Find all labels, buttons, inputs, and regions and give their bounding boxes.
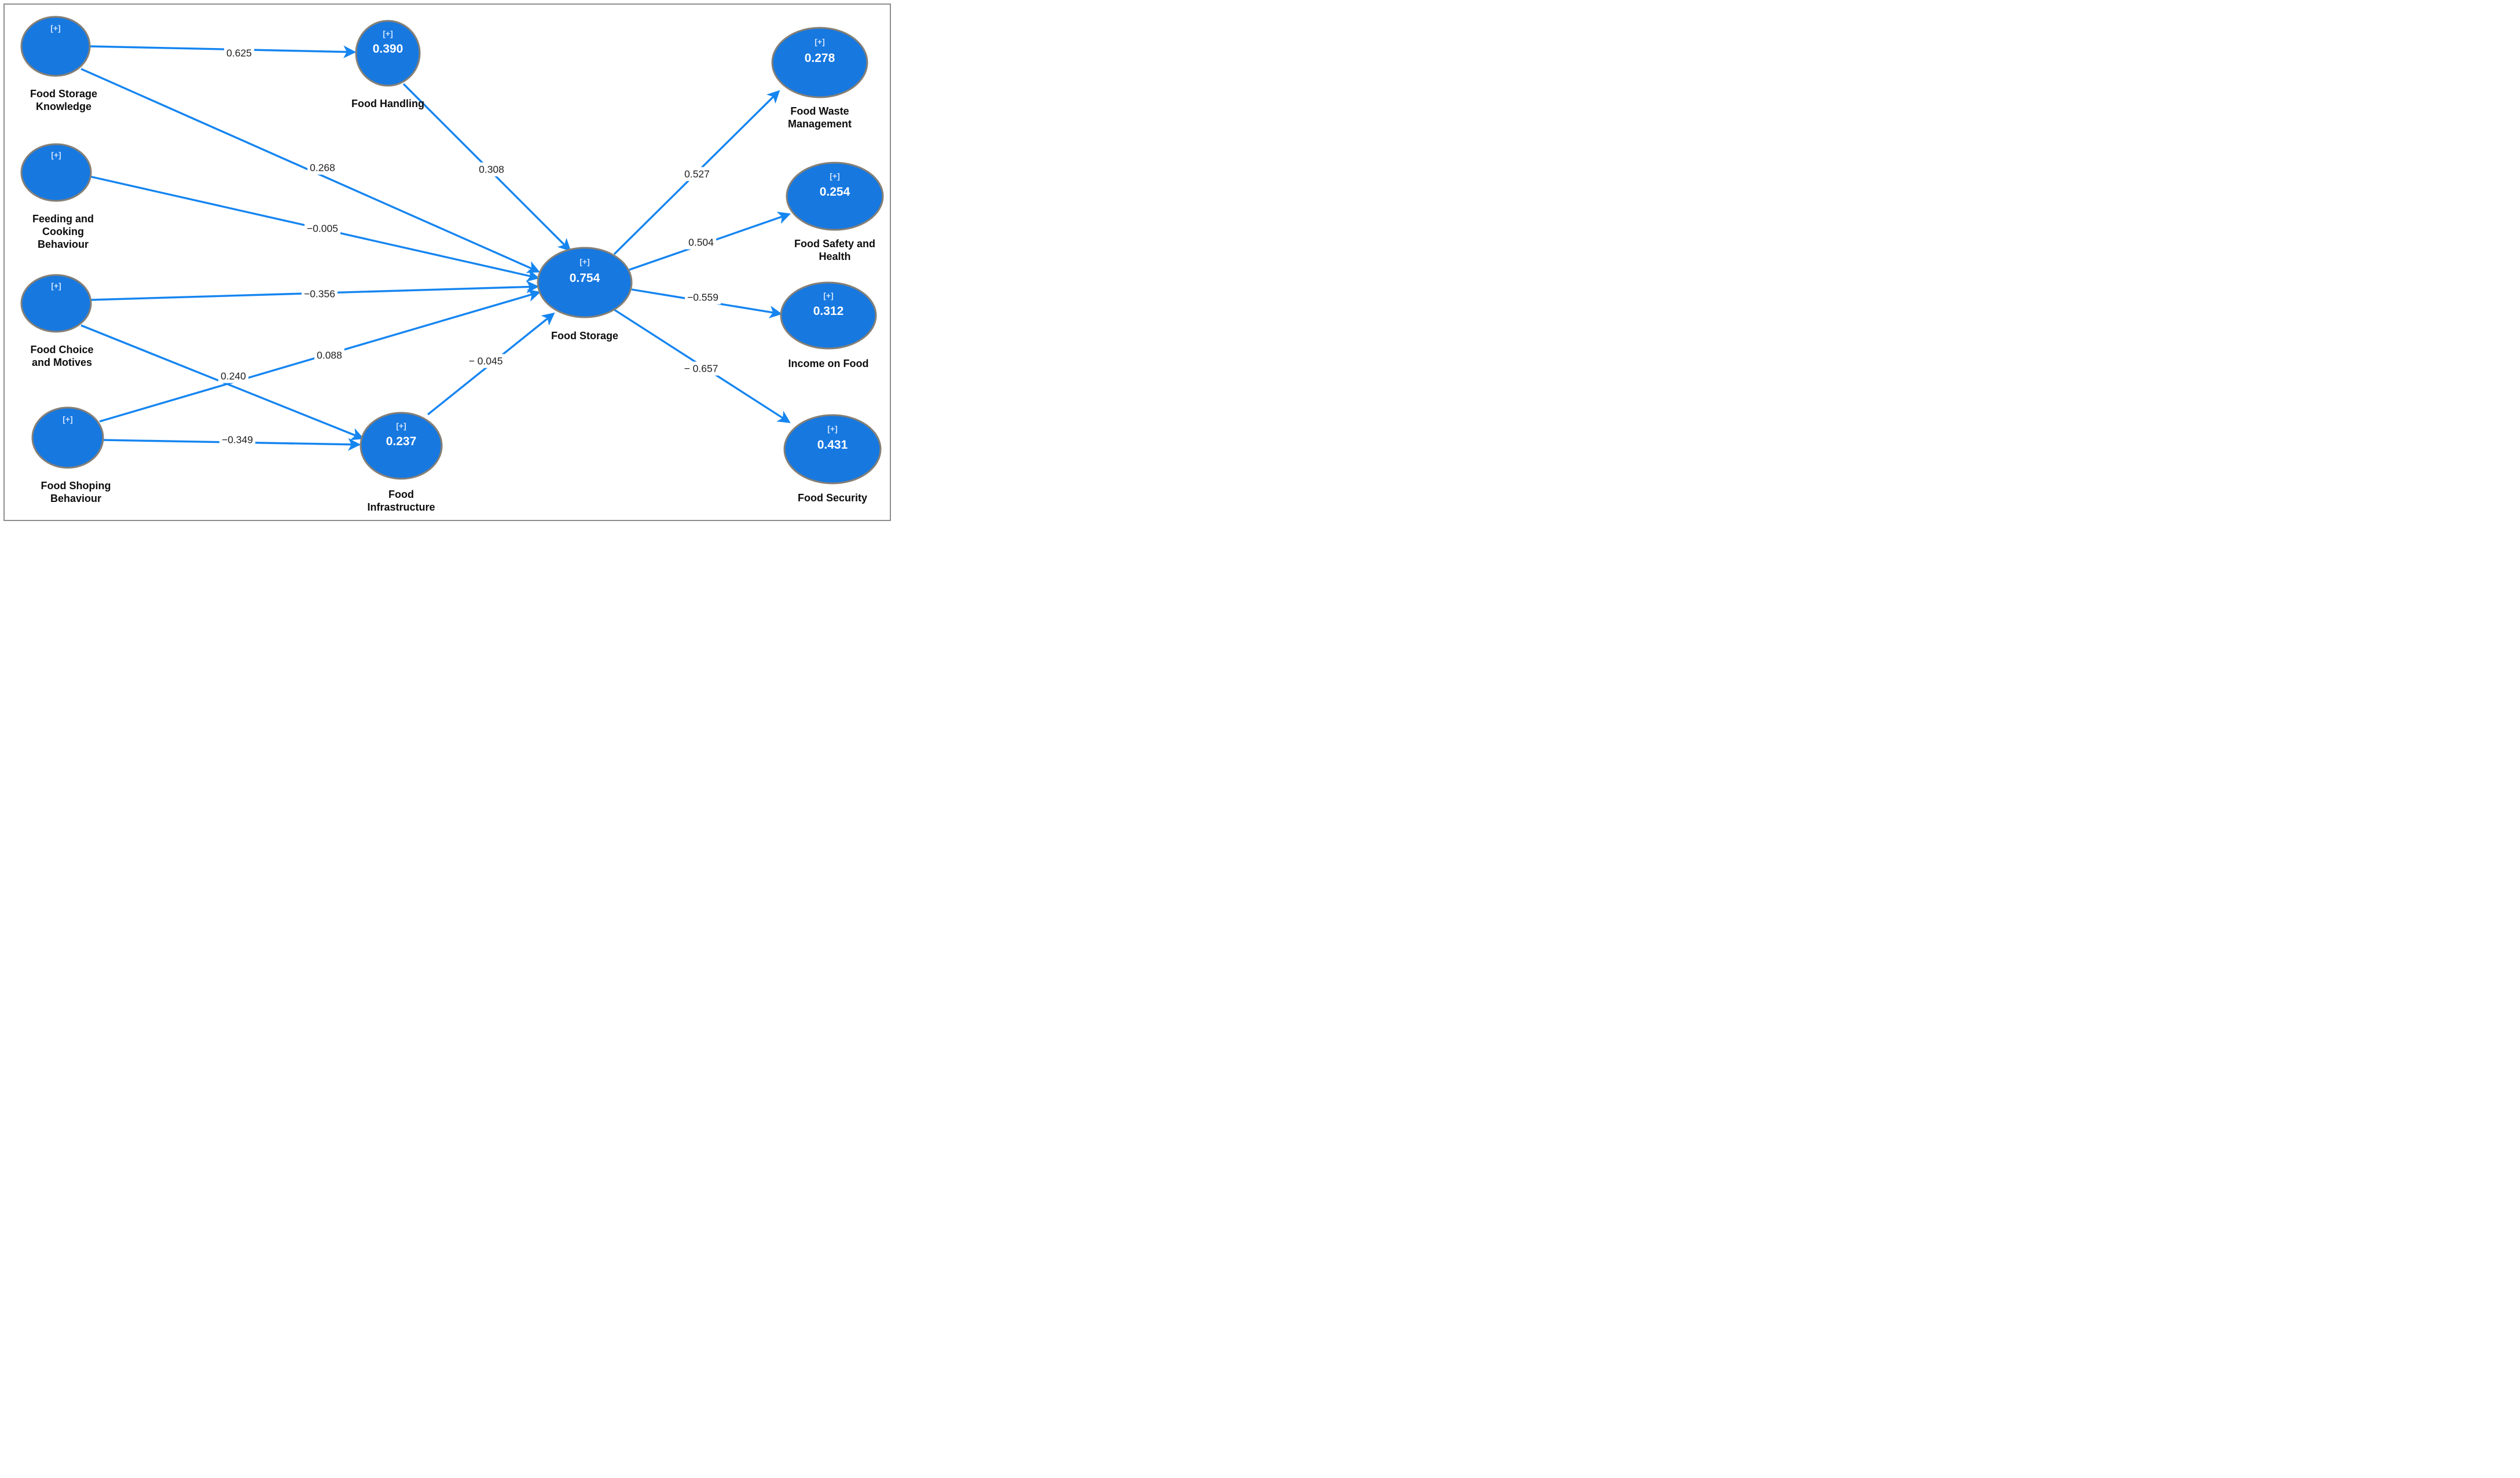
r-squared-value-fsec: 0.431 <box>817 438 848 452</box>
coefficient-halo <box>314 348 344 362</box>
coefficient-halo <box>466 354 505 368</box>
edge-labels: 0.625 0.268 −0.005 −0.356 0.240 0.088 −0.349 0.… <box>218 46 721 447</box>
r-squared-value-fh: 0.390 <box>373 42 404 56</box>
path-coefficient-fsb-fs: 0.088 <box>317 350 342 361</box>
construct-ellipse-fwm <box>771 27 868 98</box>
expand-indicator-fh: [+] <box>383 29 393 38</box>
path-coefficient-fs-fwm: 0.527 <box>684 168 710 180</box>
expand-indicator-fcm: [+] <box>51 281 61 291</box>
construct-ellipse-fsk <box>20 16 91 77</box>
path-coefficient-fcm-fs: −0.356 <box>304 288 335 300</box>
expand-indicator-iof: [+] <box>823 291 834 300</box>
construct-ellipse-fcb <box>20 143 92 202</box>
coefficient-halo <box>219 432 256 447</box>
figure-frame: 0.625 0.268 −0.005 −0.356 0.240 0.088 −0.349 0.… <box>3 3 891 521</box>
coefficient-halo <box>301 287 338 301</box>
construct-ellipse-fsec <box>783 414 882 485</box>
coefficient-halo <box>476 162 507 177</box>
coefficient-halo <box>304 221 341 236</box>
expand-indicator-fsk: [+] <box>50 23 61 32</box>
edges <box>80 45 791 451</box>
expand-indicator-fcb: [+] <box>51 151 61 160</box>
coefficient-halo <box>686 235 717 250</box>
construct-ellipse-fcm <box>20 274 92 333</box>
construct-ellipse-fi <box>360 412 443 480</box>
construct-label-iof: Income on Food <box>788 358 869 369</box>
coefficient-halo <box>681 361 721 376</box>
path-coefficient-fs-fsh: 0.504 <box>688 237 714 248</box>
coefficient-halo <box>682 167 712 181</box>
coefficient-halo <box>307 160 338 175</box>
coefficient-halo <box>218 369 249 383</box>
construct-label-fs: Food Storage <box>551 330 618 342</box>
r-squared-value-fsh: 0.254 <box>820 185 850 199</box>
expand-indicator-fwm: [+] <box>815 37 825 46</box>
path-coefficient-fs-iof: −0.559 <box>687 292 718 303</box>
coefficient-halo <box>224 46 254 60</box>
sem-path-diagram: 0.625 0.268 −0.005 −0.356 0.240 0.088 −0.349 0.… <box>20 16 884 513</box>
construct-ellipse-fsb <box>31 406 104 469</box>
r-squared-value-fwm: 0.278 <box>805 52 835 65</box>
expand-indicator-fsb: [+] <box>63 415 73 424</box>
path-coefficient-fh-fs: 0.308 <box>479 164 504 175</box>
expand-indicator-fs: [+] <box>579 257 590 266</box>
construct-ellipse-iof <box>780 281 877 350</box>
path-coefficient-fsb-fi: −0.349 <box>222 434 253 446</box>
expand-indicator-fsec: [+] <box>827 424 838 433</box>
r-squared-value-fi: 0.237 <box>386 435 417 448</box>
path-coefficient-fsk-fs: 0.268 <box>310 162 335 174</box>
path-arrow-fsk-fh <box>89 45 357 58</box>
path-coefficient-fcm-fi: 0.240 <box>221 371 246 382</box>
construct-label-fsec: Food Security <box>798 492 867 504</box>
construct-ellipse-fsh <box>786 162 884 231</box>
path-coefficient-fs-fsec: − 0.657 <box>684 363 718 375</box>
path-coefficient-fi-fs: − 0.045 <box>469 355 503 367</box>
path-coefficient-fsk-fh: 0.625 <box>226 47 252 59</box>
path-coefficient-fcb-fs: −0.005 <box>307 223 338 234</box>
r-squared-value-fs: 0.754 <box>570 272 600 285</box>
expand-indicator-fi: [+] <box>396 421 406 430</box>
construct-ellipse-fs <box>537 247 633 318</box>
coefficient-halo <box>684 290 721 305</box>
construct-label-fh: Food Handling <box>351 98 424 109</box>
r-squared-value-iof: 0.312 <box>813 305 844 318</box>
expand-indicator-fsh: [+] <box>830 171 840 181</box>
construct-ellipse-fh <box>355 20 421 87</box>
